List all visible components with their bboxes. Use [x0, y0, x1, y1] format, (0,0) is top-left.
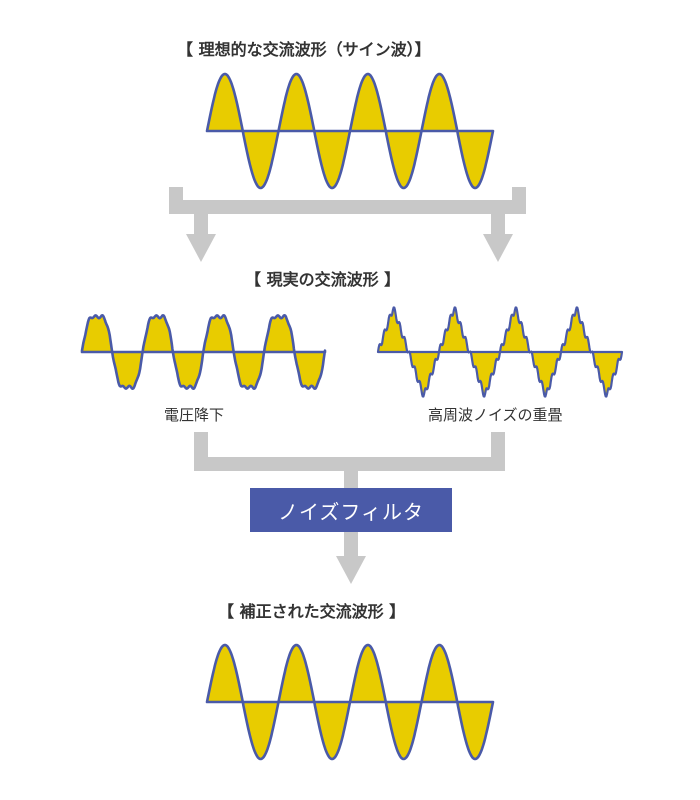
noise-filter-label: ノイズフィルタ [278, 499, 424, 524]
real-wave-title: 【 現実の交流波形 】 [245, 270, 401, 289]
merge-connector [194, 432, 505, 584]
corrected-sine-wave [205, 643, 495, 761]
noise-filter-box: ノイズフィルタ [250, 488, 452, 532]
noise-superimposed-wave [376, 306, 624, 398]
corrected-wave-title: 【 補正された交流波形 】 [218, 602, 406, 621]
ideal-wave-title: 【 理想的な交流波形（サイン波）】 [177, 40, 431, 59]
split-connector [169, 187, 526, 262]
voltage-sag-label: 電圧降下 [164, 406, 225, 424]
noise-label: 高周波ノイズの重畳 [428, 406, 563, 424]
ideal-sine-wave [205, 72, 495, 190]
voltage-sag-wave [80, 314, 327, 390]
